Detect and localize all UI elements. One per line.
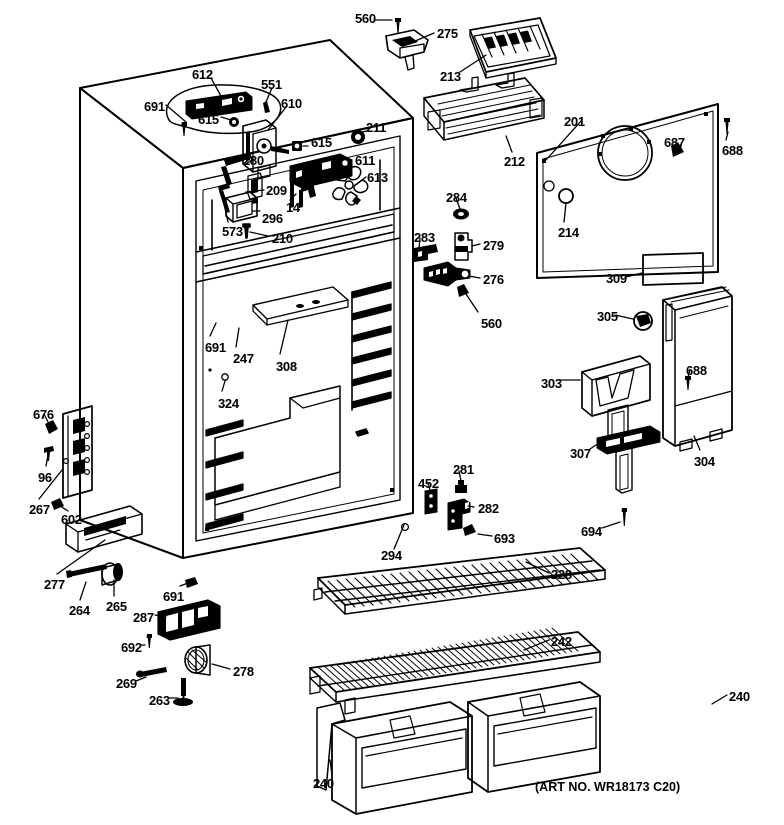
callout-265: 265 <box>106 599 127 614</box>
callout-308: 308 <box>276 359 297 374</box>
callout-278: 278 <box>233 664 254 679</box>
callout-688b: 688 <box>686 363 707 378</box>
callout-287: 287 <box>133 610 154 625</box>
callout-560a: 560 <box>355 11 376 26</box>
callout-687: 687 <box>664 135 685 150</box>
callout-211: 211 <box>366 120 387 135</box>
callout-615b: 615 <box>311 135 332 150</box>
callout-324: 324 <box>218 396 239 411</box>
callout-294: 294 <box>381 548 402 563</box>
callout-242: 242 <box>551 634 572 649</box>
callout-691b: 691 <box>205 340 226 355</box>
callout-296: 296 <box>262 211 283 226</box>
callout-280: 280 <box>243 153 264 168</box>
callout-676: 676 <box>33 407 54 422</box>
callout-691a: 691 <box>144 99 165 114</box>
art-number-text: (ART NO. WR18173 C20) <box>535 780 681 794</box>
callout-612: 612 <box>192 67 213 82</box>
callout-212: 212 <box>504 154 525 169</box>
callout-214: 214 <box>558 225 579 240</box>
callout-307: 307 <box>570 446 591 461</box>
callout-284: 284 <box>446 190 467 205</box>
callout-210: 210 <box>272 231 293 246</box>
callout-610: 610 <box>281 96 302 111</box>
callout-14: 14 <box>286 200 300 215</box>
callout-201: 201 <box>564 114 585 129</box>
callout-615a: 615 <box>198 112 219 127</box>
callout-694: 694 <box>581 524 602 539</box>
callout-309: 309 <box>606 271 627 286</box>
callout-240b: 240 <box>313 776 334 791</box>
callout-209: 209 <box>266 183 287 198</box>
callout-279: 279 <box>483 238 504 253</box>
callout-275: 275 <box>437 26 458 41</box>
callout-277: 277 <box>44 577 65 592</box>
callout-611: 611 <box>355 153 376 168</box>
callout-305: 305 <box>597 309 618 324</box>
callout-573: 573 <box>222 224 243 239</box>
callout-602: 602 <box>61 512 82 527</box>
callout-276: 276 <box>483 272 504 287</box>
callout-551: 551 <box>261 77 282 92</box>
callout-240a: 240 <box>729 689 750 704</box>
callout-263: 263 <box>149 693 170 708</box>
callout-688a: 688 <box>722 143 743 158</box>
callout-228: 228 <box>551 567 572 582</box>
callout-282: 282 <box>478 501 499 516</box>
callout-267: 267 <box>29 502 50 517</box>
callout-692: 692 <box>121 640 142 655</box>
callout-691c: 691 <box>163 589 184 604</box>
callout-560b: 560 <box>481 316 502 331</box>
callout-693: 693 <box>494 531 515 546</box>
callout-452: 452 <box>418 476 439 491</box>
callout-283: 283 <box>414 230 435 245</box>
callout-264: 264 <box>69 603 90 618</box>
callout-303: 303 <box>541 376 562 391</box>
callout-269: 269 <box>116 676 137 691</box>
callout-96: 96 <box>38 470 52 485</box>
callout-281: 281 <box>453 462 474 477</box>
callout-613: 613 <box>367 170 388 185</box>
callout-213: 213 <box>440 69 461 84</box>
callout-304: 304 <box>694 454 715 469</box>
callout-247: 247 <box>233 351 254 366</box>
